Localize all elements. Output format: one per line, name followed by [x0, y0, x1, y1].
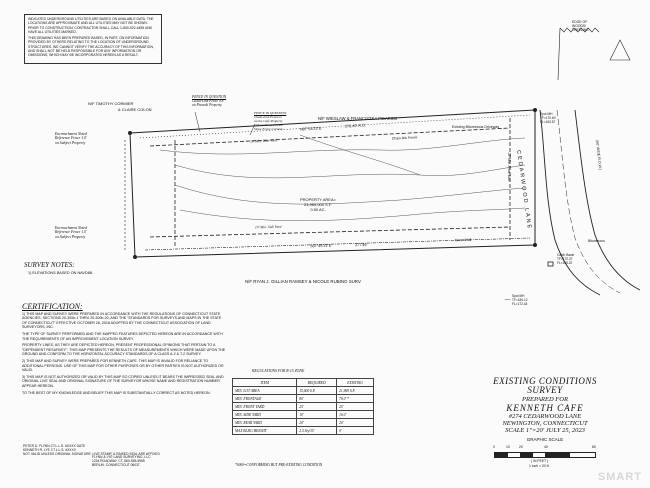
property-area: PROPERTY AREA=21,969.000 S.F.0.50 AC. [300, 197, 336, 212]
owner-north-left: N/F TIMOTHY CORMIER [88, 101, 134, 106]
fence-note-2: FENCE IN QUESTION Chain-Link Fence is on… [254, 111, 287, 131]
north-arrow [609, 39, 631, 61]
certification-block: CERTIFICATION: 1) THIS MAP AND SURVEY WE… [22, 302, 227, 397]
certification-paragraph: THE TYPE OF SURVEY PERFORMED AND THE MAP… [22, 331, 223, 341]
catch-basin [547, 261, 554, 267]
side-yard-label: 10' Min. Side Yard [254, 224, 282, 230]
scale-tick: 0 [493, 445, 495, 449]
zoning-header-row: ITEM REQUIRED EXISTING [231, 378, 374, 387]
owner-north-right: N/F WIESLAW & FRANCISZKA PISARSKI [318, 116, 398, 121]
title-block: EXISTING CONDITIONS SURVEY PREPARED FOR … [480, 376, 610, 442]
driveway-label: Existing Bituminous Driveway [452, 125, 500, 129]
scale-tick: 80 [592, 445, 596, 449]
scale-tick: 40 [544, 445, 548, 449]
certification-paragraph: 1) THIS MAP AND SURVEY WERE PREPARED IN … [22, 311, 222, 330]
graphic-scale-bar [494, 452, 596, 458]
contour-line [159, 137, 526, 155]
contour-line [174, 184, 526, 205]
contour-line [299, 134, 421, 176]
stone-wall-label: Stone Wall [454, 237, 472, 243]
title-line: KENNETH CAFE [506, 402, 584, 413]
monument [533, 242, 538, 247]
stone-wall [144, 237, 531, 251]
title-line: NEWINGTON, CONNECTICUT [502, 419, 588, 427]
certification-title: CERTIFICATION: [22, 302, 83, 311]
zoning-header: REQUIRED [296, 378, 338, 387]
scale-units: ( IN FEET ) [531, 459, 549, 463]
scale-tick: 20 [519, 445, 523, 449]
monument [533, 108, 538, 113]
zoning-header: EXISTING [336, 378, 374, 387]
title-line: PREPARED FOR [522, 395, 568, 403]
signature-block: PETER D. FLYNN CT.L.L.S. #XXXX DATE KENN… [23, 444, 160, 456]
scale-tick: 10 [506, 445, 510, 449]
side-setback-south [149, 226, 511, 238]
side-setback-north [149, 127, 511, 147]
survey-note-item: 1) ELEVATIONS BASED ON NAVD88. [28, 271, 93, 275]
title-line: EXISTING CONDITIONS SURVEY [493, 376, 597, 396]
road-edge-east [574, 109, 641, 291]
firm-block: FLYNN & LYE LAND SURVEYING, LLC 1234 ROA… [92, 455, 151, 467]
general-note: THIS DRAWING HAS BEEN PREPARED BASED, IN… [28, 36, 154, 58]
scale-ratio: 1 inch = 20 ft. [529, 464, 550, 468]
title-line: #274 CEDARWOOD LANE [508, 413, 582, 421]
watermark-logo: SMART [597, 471, 642, 483]
monument [127, 130, 132, 135]
fence-note-1: FENCE IN QUESTION Chain-Link Fence 0.8' … [192, 95, 227, 108]
fence-leader [194, 111, 201, 133]
road-edge-west [539, 109, 601, 296]
certification-paragraph: TO THE BEST OF MY KNOWLEDGE AND BELIEF T… [22, 390, 211, 395]
general-note: INDICATED UNDERGROUND UTILITIES ARE BASE… [28, 17, 154, 34]
monument [132, 254, 137, 259]
chain-link-fence [139, 114, 531, 139]
site-plan-drawing [124, 27, 641, 300]
certification-paragraph: PROPERTY LINES, AS THEY ARE DEPICTED HER… [22, 343, 226, 357]
certification-paragraph: 2) THIS MAP AND SURVEY WERE PREPARED FOR… [22, 358, 224, 373]
zoning-footnote: *0000=CONFORMING BUT PRE-EXISTING CONDIT… [235, 463, 323, 467]
south-distance: 277.46' [354, 242, 368, 248]
survey-notes-title: SURVEY NOTES: [24, 261, 75, 269]
owner-north-left-2: & CLAIRE COLON [118, 107, 152, 112]
zoning-table-title: REGULATIONS FOR R-15 ZONE [252, 369, 305, 373]
graphic-scale-label: GRAPHIC SCALE [526, 436, 564, 442]
south-bearing: S87°45'31"E [309, 243, 332, 249]
fence-leader [249, 123, 256, 136]
certification-paragraph: 3) THIS MAP IS NOT AUTHORIZED OR VALID B… [22, 374, 224, 388]
tree-line [557, 27, 600, 81]
pavement-label: Bituminous [588, 239, 605, 243]
contour-line [174, 164, 526, 179]
property-line [129, 109, 536, 258]
title-line: SCALE 1"=20' JULY 25, 2023 [505, 426, 585, 434]
contour-line [179, 207, 526, 221]
owner-south: N/F RYAN J. GILLIAN RAMSEY & NICOLE RUBI… [245, 279, 362, 284]
general-notes-box: INDICATED UNDERGROUND UTILITIES ARE BASE… [24, 14, 162, 64]
zoning-header: ITEM [231, 378, 298, 387]
front-yard-label: 25' Min. Front Yard [506, 152, 511, 181]
